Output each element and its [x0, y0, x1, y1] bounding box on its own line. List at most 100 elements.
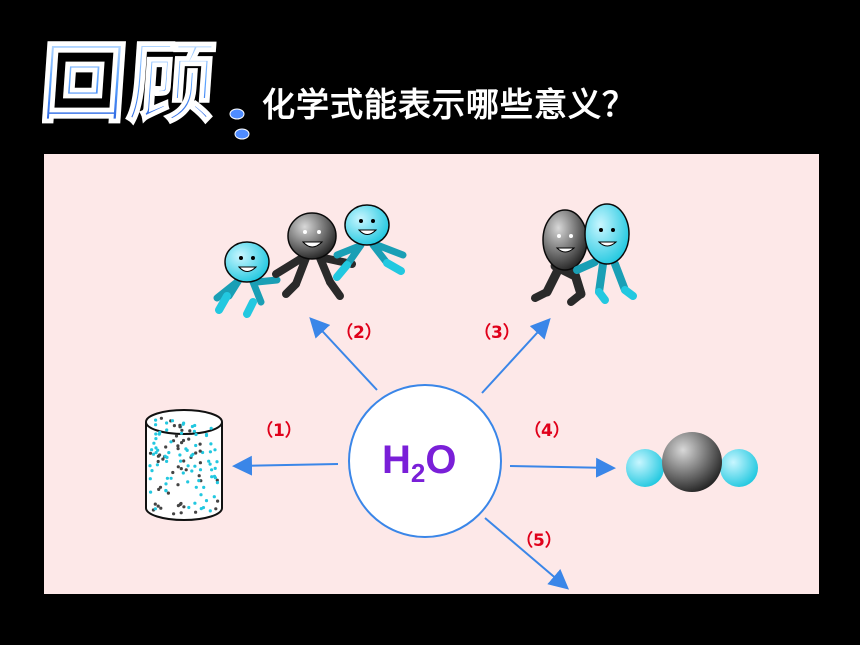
water-particle-dot — [171, 470, 175, 475]
water-beaker-icon — [145, 409, 223, 521]
water-particle-dot — [178, 453, 182, 457]
water-particle-dot — [180, 428, 184, 432]
water-particle-dot — [153, 502, 157, 506]
water-particle-dot — [199, 507, 203, 511]
label-5: （5） — [516, 531, 562, 551]
water-particle-dot — [170, 419, 175, 423]
water-particle-dot — [167, 451, 171, 455]
water-particle-dot — [208, 450, 212, 454]
water-particle-dot — [165, 428, 169, 432]
water-particle-dot — [215, 481, 219, 485]
water-particle-dot — [187, 505, 191, 510]
label-1: （1） — [256, 421, 302, 441]
water-particle-dot — [176, 447, 180, 451]
water-particle-dot — [179, 431, 184, 435]
water-particle-dot — [194, 485, 198, 489]
label-3: （3） — [474, 323, 520, 343]
water-particle-dot — [188, 429, 192, 433]
arrow-2 — [309, 317, 378, 391]
water-particle-dot — [194, 443, 198, 448]
hugging-atoms-icon — [531, 203, 637, 306]
water-particle-dot — [148, 464, 152, 468]
water-particle-dot — [186, 464, 190, 468]
water-particle-dot — [154, 451, 158, 455]
water-particle-dot — [179, 511, 183, 515]
water-particle-dot — [194, 510, 198, 514]
water-particle-dot — [201, 450, 205, 455]
water-particle-dot — [153, 507, 157, 511]
water-particle-dot — [191, 452, 195, 456]
water-particle-dot — [165, 421, 169, 425]
label-4: （4） — [524, 421, 570, 441]
water-particle-dot — [190, 469, 194, 473]
water-particle-dot — [172, 424, 176, 428]
water-particle-dot — [148, 477, 152, 481]
water-particle-dot — [210, 475, 214, 479]
water-particle-dot — [178, 423, 182, 427]
water-particle-dot — [198, 449, 202, 453]
water-particle-dot — [156, 459, 160, 464]
water-particle-dot — [197, 474, 201, 478]
water-particle-dot — [215, 460, 219, 464]
arrow-4 — [509, 457, 616, 478]
water-particle-dot — [149, 490, 153, 494]
colon-dot-top — [229, 108, 245, 120]
water-particle-dot — [181, 471, 185, 475]
water-particle-dot — [181, 438, 186, 443]
water-particle-dot — [204, 433, 209, 438]
water-particle-dot — [209, 442, 213, 446]
water-particle-dot — [198, 468, 203, 472]
water-particle-dot — [194, 432, 198, 437]
water-particle-dot — [212, 495, 216, 499]
water-particle-dot — [176, 465, 180, 469]
arrow-3 — [481, 318, 551, 394]
arrow-5 — [484, 517, 570, 590]
water-particle-dot — [154, 423, 158, 427]
water-particle-dot — [199, 493, 203, 497]
colon-dot-bottom — [234, 128, 250, 140]
formula-subscript: 2 — [410, 458, 426, 488]
water-particle-dot — [192, 429, 196, 433]
water-particle-dot — [150, 469, 154, 473]
water-particle-dot — [156, 504, 160, 508]
water-particle-dot — [158, 453, 162, 457]
water-particle-dot — [164, 482, 168, 486]
formula-element-o: O — [425, 438, 457, 482]
water-particle-dot — [154, 418, 158, 422]
water-particle-dot — [159, 416, 163, 420]
formula-element-h: H — [382, 438, 411, 482]
water-particle-dot — [169, 476, 173, 480]
water-particle-dot — [198, 442, 202, 446]
water-particle-dot — [215, 478, 219, 482]
walking-atoms-icon — [213, 204, 407, 318]
water-particle-dot — [165, 476, 169, 480]
water-particle-dot — [165, 459, 169, 463]
water-particle-dot — [197, 479, 201, 483]
water-particle-dot — [166, 491, 170, 495]
water-particle-dot — [155, 463, 159, 467]
water-particle-dot — [176, 483, 180, 487]
water-particle-dot — [156, 448, 160, 452]
water-particle-dot — [202, 485, 206, 489]
water-particle-dot — [209, 426, 213, 430]
water-particle-dot — [151, 452, 156, 456]
water-particle-dot — [169, 440, 173, 444]
water-particle-dot — [163, 454, 167, 458]
water-particle-dot — [193, 501, 197, 505]
water-particle-dot — [184, 447, 188, 451]
arrow-1 — [232, 455, 339, 476]
water-particle-dot — [161, 457, 165, 461]
question-text: 化学式能表示哪些意义？ — [262, 85, 636, 124]
water-particle-dot — [174, 434, 179, 438]
water-particle-dot — [179, 459, 183, 463]
water-particle-dot — [204, 499, 209, 503]
water-particle-dot — [152, 441, 156, 445]
water-particle-dot — [181, 422, 185, 426]
water-particle-dot — [179, 467, 183, 471]
water-particle-dot — [187, 437, 191, 441]
water-particle-dot — [158, 430, 162, 434]
water-particle-dot — [184, 468, 188, 472]
label-2: （2） — [336, 323, 382, 343]
title-logo: 回顾 — [42, 31, 250, 140]
